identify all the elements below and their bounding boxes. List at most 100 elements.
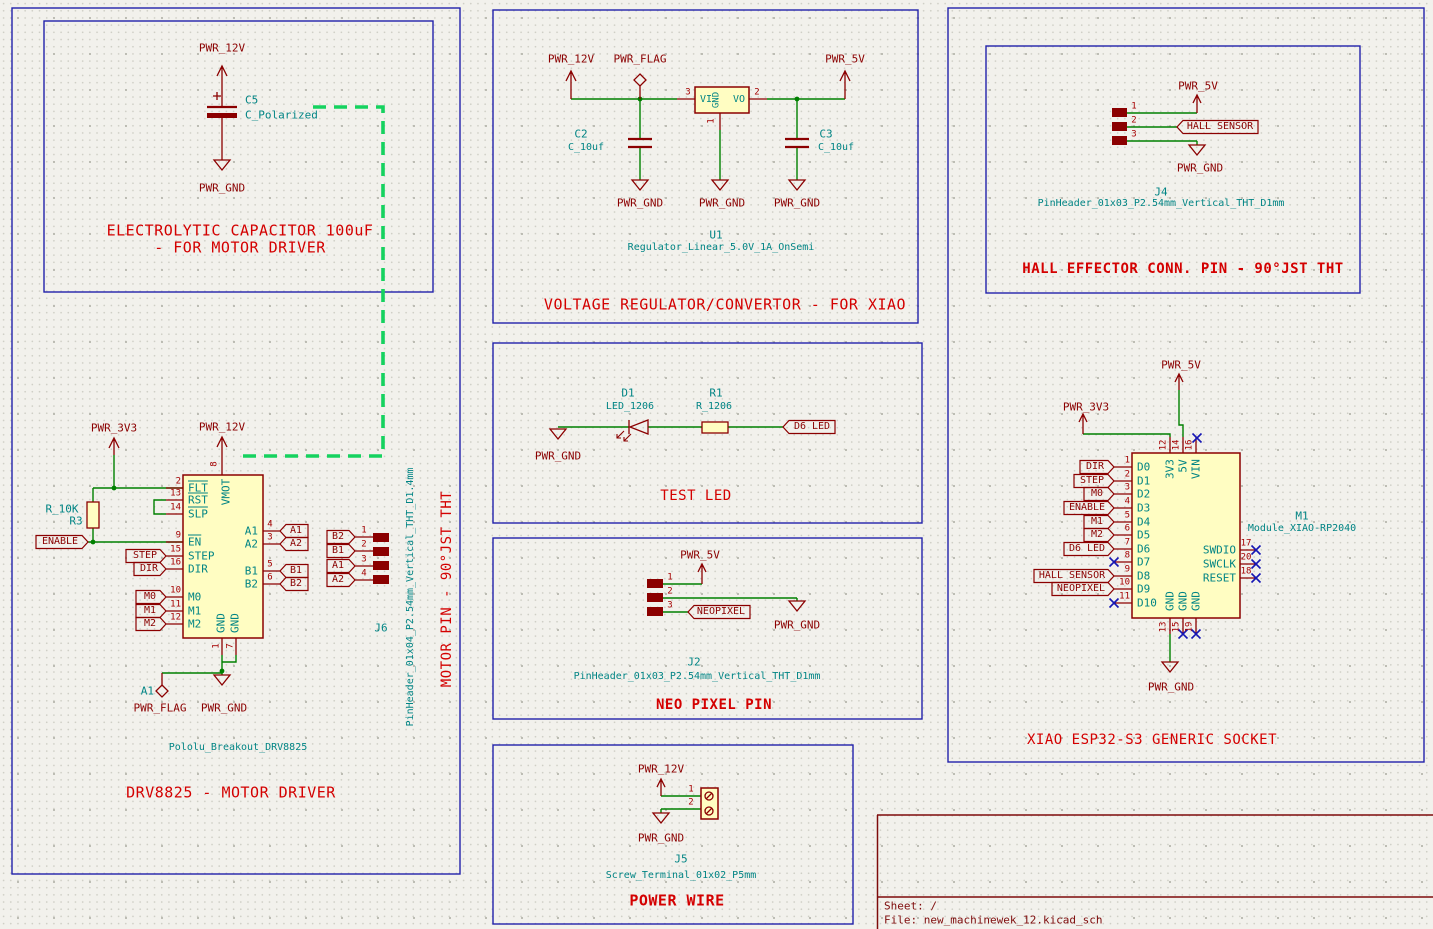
power-arrow-3v3-drv[interactable] [108,436,120,455]
neopixel-header-pads[interactable] [647,579,663,616]
screw-terminal-j5[interactable] [700,787,719,820]
np-footprint: PinHeader_01x03_P2.54mm_Vertical_THT_D1m… [573,671,821,682]
drv-flag-m1[interactable]: M1 [143,605,157,616]
no-connect-marks [1108,432,1262,640]
power-arrow-12v-drv[interactable] [216,435,228,475]
power-arrow-5v-hall[interactable] [1192,93,1202,113]
gnd-symbol-pw[interactable] [651,812,671,825]
vr-ref: U1 [709,228,723,242]
gnd-symbol-u1[interactable] [710,179,730,192]
drv-enable-label[interactable]: ENABLE [41,536,79,547]
xiao-flag-m0[interactable]: M0 [1090,488,1104,499]
gnd-symbol-cap[interactable] [212,159,232,172]
xiao-pin-name: D8 [1137,569,1151,583]
power-arrow-12v-pw[interactable] [656,777,666,796]
pwr-flag-vr[interactable] [633,73,647,99]
xiao-pin-name: D10 [1137,596,1157,610]
drv-flag-m0[interactable]: M0 [143,591,157,602]
xiao-flag-step[interactable]: STEP [1079,475,1105,486]
resistor-r3[interactable] [86,501,100,529]
xiao-pin-name-gnd: GND [1189,591,1203,611]
led-d1[interactable] [616,419,649,442]
gnd-symbol-xiao[interactable] [1160,661,1180,674]
drv-pin-num-vmot: 8 [209,461,220,467]
drv-flag-m2[interactable]: M2 [143,618,157,629]
component-symbols[interactable] [86,64,1256,825]
power-arrow-3v3-xiao[interactable] [1078,412,1088,434]
j6-footprint: PinHeader_01x04_P2.54mm_Vertical_THT_D1.… [405,467,416,727]
vr-pin-vi: VI [700,94,713,105]
j6-pin-num: 2 [361,539,367,550]
np-pin-num: 3 [667,600,673,611]
xiao-flag-enable[interactable]: ENABLE [1068,502,1106,513]
net-label-flags[interactable] [35,119,1259,632]
flag-xiao-dir [1079,459,1115,475]
flag-a1-out [279,523,309,539]
xiao-pin-name-gnd: GND [1176,591,1190,611]
pw-footprint: Screw_Terminal_01x02_P5mm [605,870,757,881]
drv-pin-num: 2 [175,476,181,487]
wires[interactable] [88,98,1198,813]
xiao-flag-d6led[interactable]: D6 LED [1068,543,1106,554]
resistor-r1[interactable] [701,421,729,434]
regulator-pin-stubs [677,98,767,130]
power-arrow-5v-xiao[interactable] [1174,372,1184,390]
regulator-u1-body[interactable] [694,86,750,114]
drv-flag-step[interactable]: STEP [132,550,158,561]
section-borders [11,7,1425,925]
drv-pin-num: 4 [267,519,273,530]
drv-flag-b2[interactable]: B2 [289,578,303,589]
capacitor-c5[interactable] [207,92,237,160]
drv-flag-b1[interactable]: B1 [289,565,303,576]
gnd-symbol-c3[interactable] [787,179,807,192]
drv8825-chip-body[interactable] [182,474,264,639]
drv-pin-num: 15 [170,544,181,555]
gnd-symbol-testled[interactable] [548,428,568,441]
flag-j6-a2 [326,572,356,588]
xiao-flag-hall[interactable]: HALL SENSOR [1038,570,1106,581]
xiao-pin-num: 5 [1124,510,1130,521]
drv-flag-a2[interactable]: A2 [289,538,303,549]
drv-pin-num: 12 [170,612,181,623]
tl-d6led-flag-label[interactable]: D6 LED [793,421,831,432]
drv-section-title: DRV8825 - MOTOR DRIVER [126,783,336,802]
power-arrow-12v-vr[interactable] [565,69,577,99]
flag-j6-b2 [326,529,356,545]
flag-m0 [135,589,167,605]
xiao-pin-name-5v: 5V [1176,459,1190,473]
j6-flag-a2[interactable]: A2 [331,574,345,585]
xiao-chip-body[interactable] [1131,452,1241,619]
vr-pwr12v-label: PWR_12V [547,52,595,66]
capacitor-c2[interactable] [628,137,652,149]
hall-header-pads[interactable] [1112,108,1127,145]
flag-xiao-hall [1033,568,1115,584]
drv-pin-name-dir: DIR [188,562,208,576]
tl-section-title: TEST LED [660,488,732,504]
j6-header-pads[interactable] [373,533,389,584]
drv-flag-dir[interactable]: DIR [139,563,159,574]
xiao-pin-name-swclk: SWCLK [1202,557,1236,571]
power-arrow-5v-vr[interactable] [839,69,851,99]
gnd-symbol-hall[interactable] [1187,144,1207,157]
j6-flag-b2[interactable]: B2 [331,531,345,542]
xiao-flag-dir[interactable]: DIR [1085,461,1105,472]
vr-value: Regulator_Linear_5.0V_1A_OnSemi [627,242,815,253]
j6-flag-b1[interactable]: B1 [331,545,345,556]
drv-pin-num: 6 [267,572,273,583]
xiao-flag-m2[interactable]: M2 [1090,529,1104,540]
gnd-symbol-c2[interactable] [630,179,650,192]
gnd-symbol-np[interactable] [787,600,807,613]
drv-pin-name-a1: A1 [244,524,258,538]
capacitor-c3[interactable] [785,137,809,149]
xiao-flag-m1[interactable]: M1 [1090,516,1104,527]
power-arrow-12v-cap[interactable] [216,64,228,107]
hall-flag-label[interactable]: HALL SENSOR [1186,121,1254,132]
xiao-flag-neopixel[interactable]: NEOPIXEL [1056,583,1106,594]
j6-flag-a1[interactable]: A1 [331,560,345,571]
drv-flag-a1[interactable]: A1 [289,525,303,536]
pwr-flag-a1[interactable] [155,673,169,698]
power-arrow-5v-np[interactable] [697,562,707,584]
np-flag-label[interactable]: NEOPIXEL [696,606,746,617]
gnd-symbol-drv[interactable] [212,674,232,687]
